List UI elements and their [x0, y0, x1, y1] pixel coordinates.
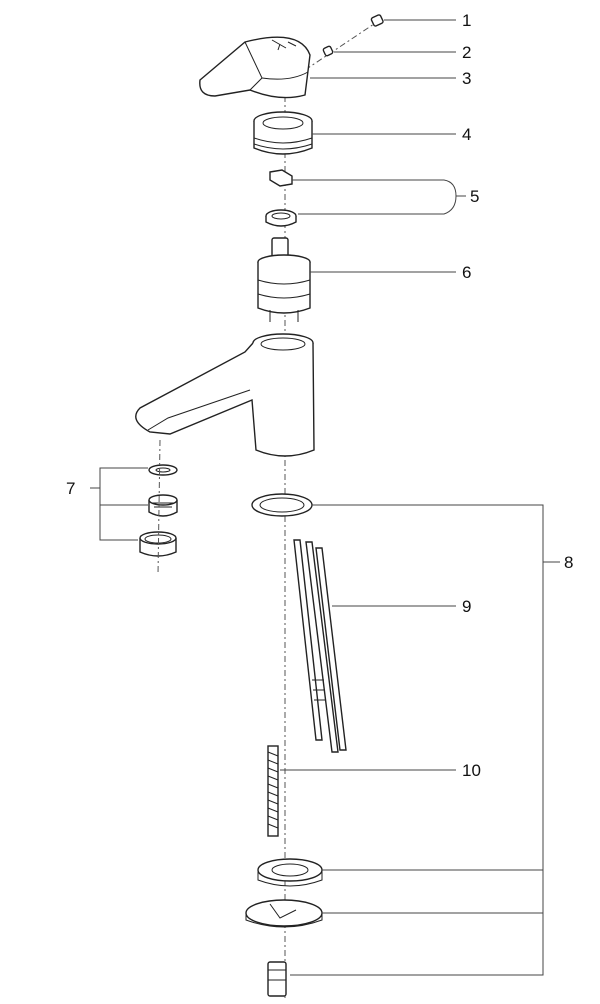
callout-7: 7	[66, 479, 75, 498]
part-9-flex-hoses	[293, 539, 347, 753]
part-2-screw	[322, 45, 334, 57]
part-1-cap	[370, 14, 384, 27]
part-6-cartridge	[257, 237, 311, 322]
callout-labels: 1 2 3 4 5 6 7 8 9 10	[66, 11, 573, 780]
callout-9: 9	[462, 597, 471, 616]
callout-4: 4	[462, 125, 471, 144]
callout-6: 6	[462, 263, 471, 282]
callout-5: 5	[470, 187, 479, 206]
callout-3: 3	[462, 69, 471, 88]
part-3-handle-lever	[199, 36, 311, 99]
part-8-gasket-top	[251, 493, 313, 517]
part-7-aerator-set	[139, 439, 178, 576]
screw-axis	[289, 19, 381, 81]
leader-lines	[90, 19, 560, 976]
part-8-mounting-kit	[245, 858, 323, 997]
callout-1: 1	[462, 11, 471, 30]
part-5-clip-and-ring	[265, 169, 297, 227]
part-10-threaded-rod	[267, 745, 279, 837]
faucet-body	[135, 333, 315, 457]
callout-2: 2	[462, 43, 471, 62]
part-4-cover-ring	[253, 111, 313, 155]
callout-10: 10	[462, 761, 481, 780]
callout-8: 8	[564, 553, 573, 572]
